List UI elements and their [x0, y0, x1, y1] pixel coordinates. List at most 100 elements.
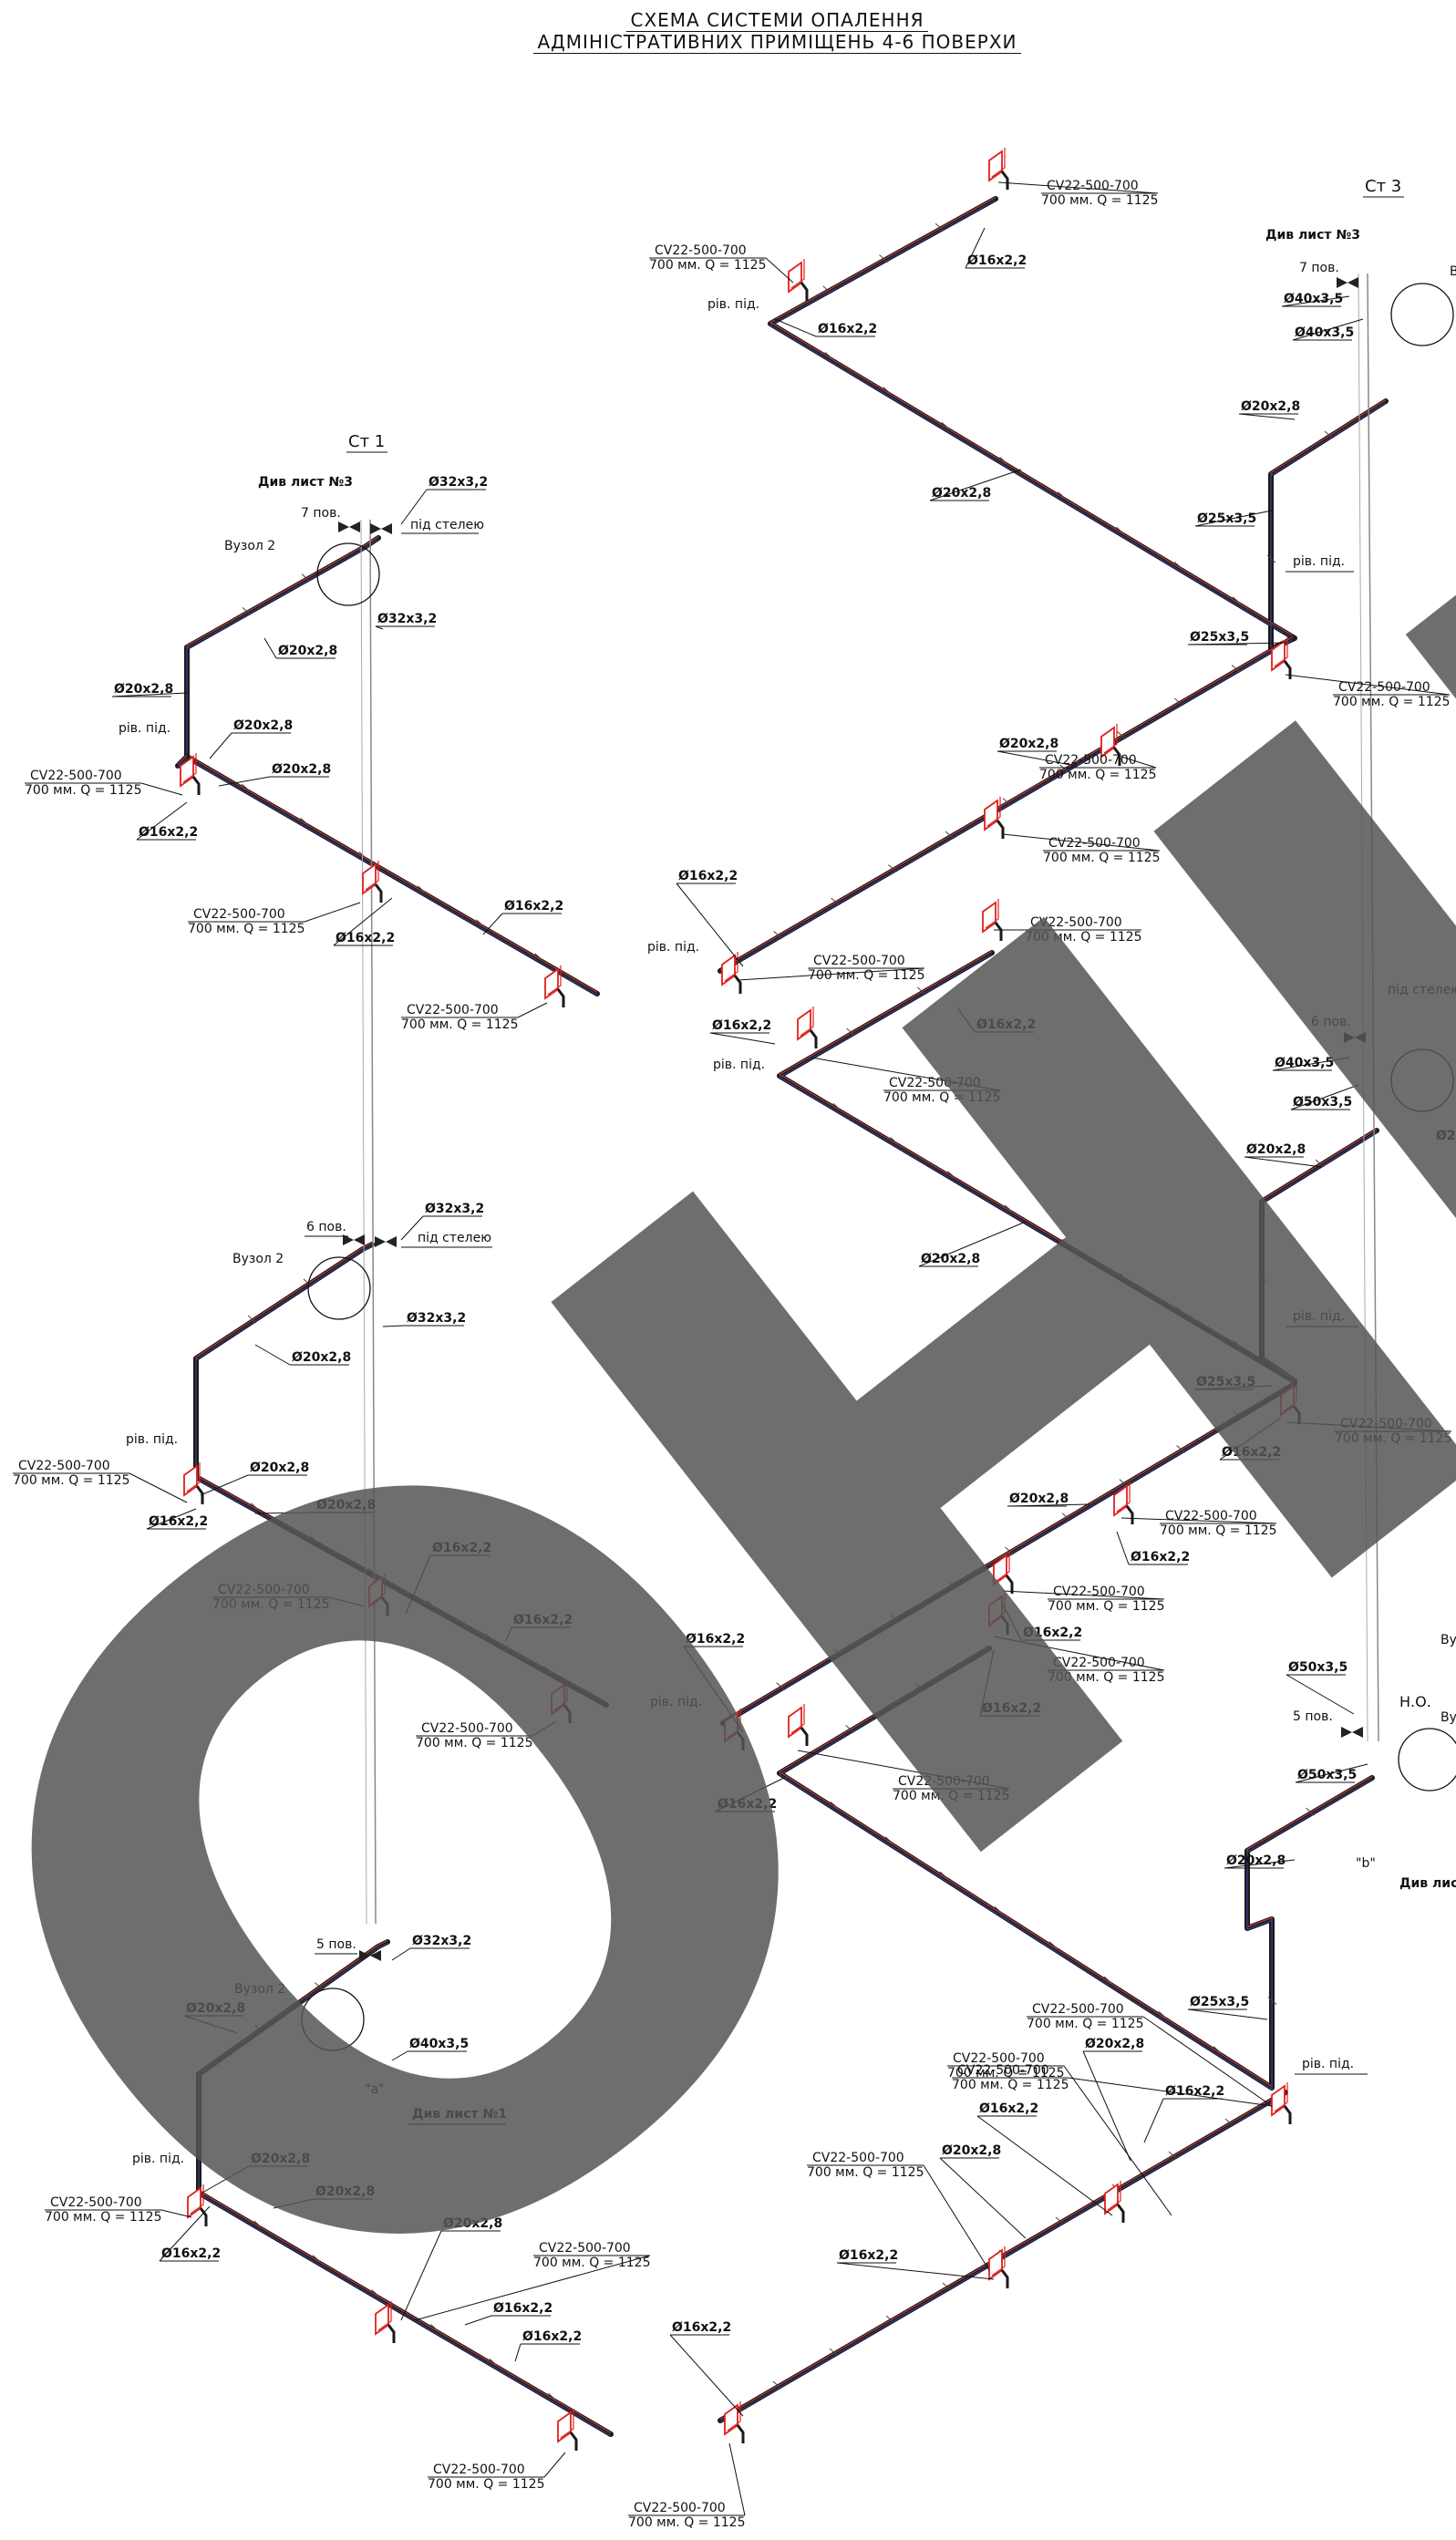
pipe-diameter-label: Ø20x2,8 — [292, 1350, 351, 1365]
pipe-support-tick — [1266, 554, 1276, 563]
note-label: рів. під. — [119, 721, 170, 736]
leader-line — [1007, 1503, 1090, 1507]
pipe-support-tick — [833, 1648, 842, 1657]
leader-line — [929, 469, 1022, 501]
leader-line — [1068, 2077, 1273, 2107]
pipe-diameter-label: Ø25x3,5 — [1196, 1375, 1255, 1389]
leader-line — [543, 2452, 566, 2478]
radiator-model-label: CV22-500-700 — [30, 769, 122, 783]
leader-line — [797, 1750, 1010, 1790]
leader-line — [400, 1215, 424, 1241]
pipe-support-tick — [1315, 1159, 1325, 1168]
radiator-icon — [544, 967, 559, 1000]
node-detail-circle — [1398, 1728, 1456, 1791]
pipe-support-tick — [254, 2024, 263, 2033]
radiator-spec-label: 700 мм. Q = 1125 — [893, 1789, 1009, 1803]
pipe-diameter-label: Ø20x2,8 — [1009, 1492, 1069, 1506]
leader-line — [517, 1002, 548, 1018]
pipe-support-tick — [303, 1278, 313, 1287]
leader-line — [996, 750, 1077, 767]
pipe-support-tick — [822, 285, 832, 294]
pipe-support-tick — [300, 817, 309, 826]
radiator-connection — [1000, 2269, 1009, 2288]
riser-line — [369, 519, 377, 1925]
pipe-diameter-label: Ø16x2,2 — [976, 1017, 1036, 1032]
radiator-icon — [1283, 1382, 1297, 1412]
node-label: Ву — [1441, 1633, 1456, 1647]
pipe-diameter-label: Ø16x2,2 — [979, 2101, 1038, 2116]
pipe-support-tick — [312, 2255, 322, 2264]
pipe-diameter-label: Ø20x2,8 — [443, 2216, 502, 2231]
pipe-support-tick — [1233, 1340, 1243, 1349]
floor-label: 7 пов. — [1299, 261, 1339, 275]
leader-line — [218, 776, 271, 787]
pipe-support-tick — [1173, 561, 1183, 570]
pipe-diameter-label: Ø16x2,2 — [161, 2246, 221, 2261]
radiator-spec-label: 700 мм. Q = 1125 — [1025, 930, 1141, 945]
pipe-support-tick — [1306, 1807, 1315, 1816]
node-label: Ву — [1450, 264, 1456, 279]
pipe-support-tick — [885, 2315, 895, 2324]
radiator-spec-label: 700 мм. Q = 1125 — [13, 1473, 129, 1488]
radiator-icon — [190, 2184, 204, 2215]
pipe-network — [175, 196, 1389, 2437]
radiator-icon — [377, 2301, 392, 2331]
pipe-diameter-label: Ø20x2,8 — [921, 1252, 980, 1266]
radiator-icon — [988, 1595, 1003, 1627]
floor-label: 5 пов. — [316, 1937, 356, 1952]
leader-line — [997, 181, 1159, 194]
pipe-support-tick — [371, 2289, 381, 2297]
radiator-model-label: CV22-500-700 — [898, 1774, 990, 1789]
leader-line — [1238, 413, 1296, 420]
leader-line — [464, 2315, 492, 2326]
pipe-support-tick — [1103, 1976, 1113, 1985]
radiator-icon — [1271, 639, 1286, 672]
leader-line — [965, 227, 986, 269]
pipe-support-tick — [831, 897, 840, 906]
radiator-icon — [993, 1554, 1007, 1586]
leader-line — [1002, 833, 1161, 852]
pipe-diameter-label: Ø20x2,8 — [316, 1498, 376, 1513]
pipe-support-tick — [315, 1982, 324, 1991]
radiator-icon — [1274, 637, 1288, 667]
radiator-spec-label: 700 мм. Q = 1125 — [416, 1736, 532, 1750]
radiators — [180, 148, 1301, 2451]
radiator-icon — [797, 1008, 811, 1041]
leader-line — [405, 1554, 431, 1615]
pipe-support-tick — [1213, 2046, 1223, 2055]
pipe-diameter-label: Ø20x2,8 — [114, 682, 173, 697]
pipe-diameter-label: Ø20x2,8 — [942, 2143, 1001, 2158]
radiator-spec-label: 700 мм. Q = 1125 — [947, 2066, 1064, 2081]
note-label: рів. під. — [707, 297, 759, 312]
radiator-model-label: CV22-500-700 — [1053, 1656, 1145, 1670]
riser-line — [1358, 273, 1368, 1742]
marker-label: "b" — [1356, 1856, 1376, 1871]
note-label: рів. під. — [713, 1058, 765, 1072]
pipe-support-tick — [367, 1567, 377, 1576]
radiator-connection — [736, 1731, 745, 1750]
radiator-spec-label: 700 мм. Q = 1125 — [1041, 193, 1158, 208]
radiator-spec-label: 700 мм. Q = 1125 — [1333, 695, 1450, 709]
radiator-model-label: CV22-500-700 — [421, 1721, 513, 1736]
pipe-diameter-label: Ø20x2,8 — [1085, 2037, 1144, 2051]
leader-line — [159, 2205, 211, 2262]
leader-line — [1285, 674, 1451, 696]
riser-line — [1367, 273, 1379, 1742]
leader-line — [1224, 1859, 1296, 1869]
radiator-model-label: CV22-500-700 — [1340, 1417, 1432, 1431]
pipe-diameter-label: Ø20x2,8 — [1226, 1853, 1286, 1868]
pipe-support-tick — [1119, 1272, 1129, 1281]
pipe-support-tick — [1174, 697, 1183, 707]
reference-label: Див лис — [1399, 1876, 1456, 1891]
radiator-connection — [733, 975, 742, 994]
pipe-diameter-label: Ø50x3,5 — [1297, 1768, 1357, 1782]
pipe-diameter-label: Ø50x3,5 — [1293, 1095, 1352, 1110]
radiator-connection — [374, 883, 383, 903]
pipe-support-tick — [417, 885, 427, 893]
note-label: рів. під. — [647, 940, 699, 955]
radiator-model-label: CV22-500-700 — [539, 2241, 631, 2256]
radiator-icon — [182, 753, 197, 783]
radiator-icon — [547, 965, 562, 996]
